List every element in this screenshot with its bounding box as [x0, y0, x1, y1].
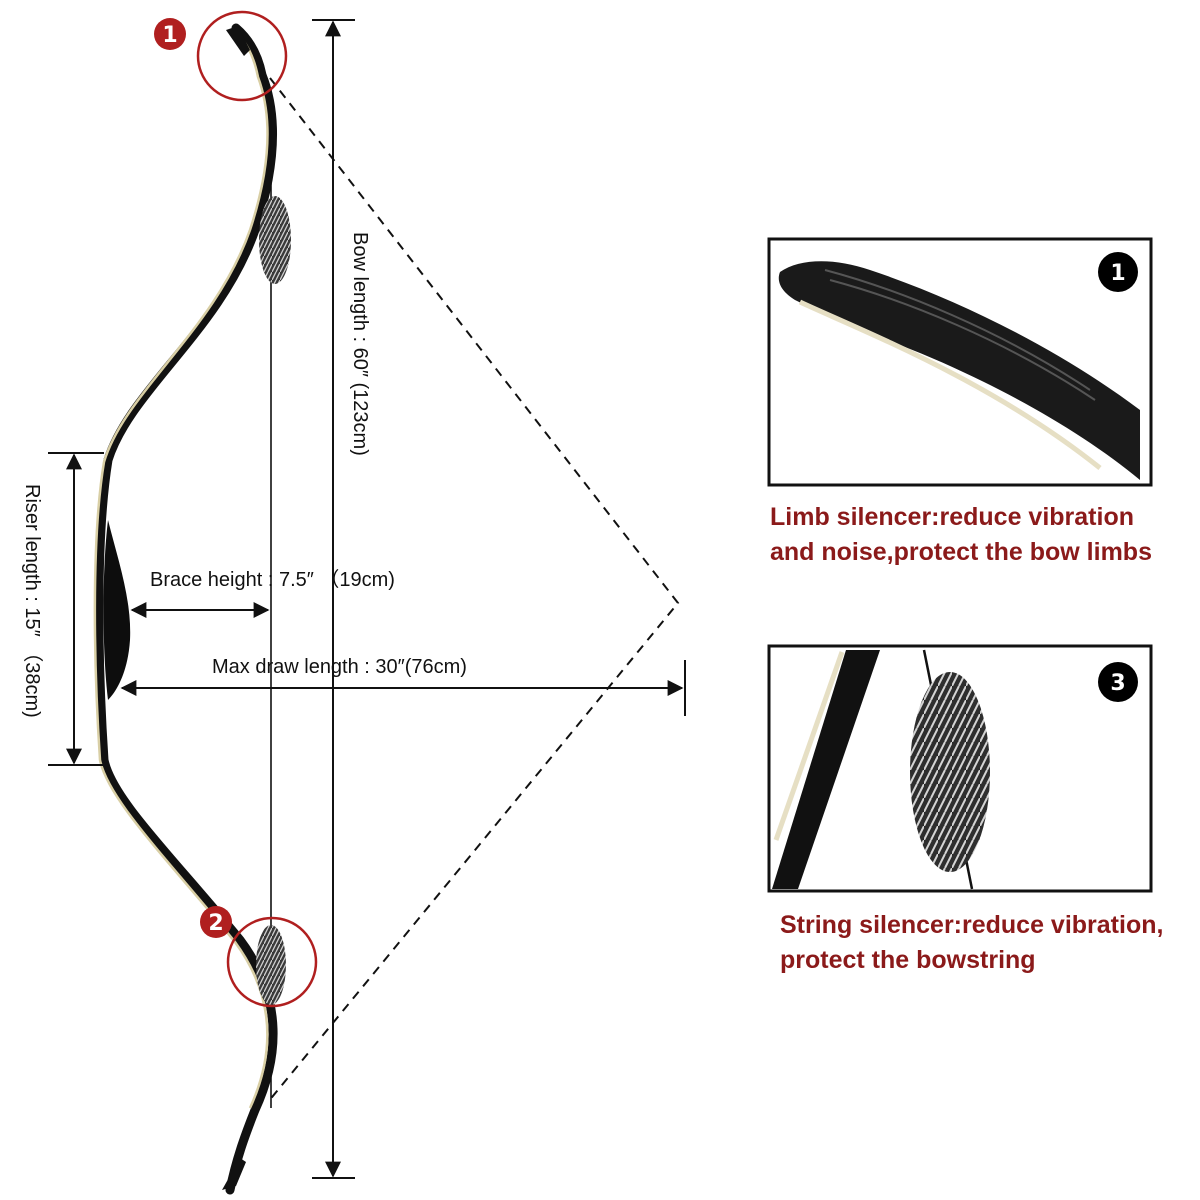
panel-3-number: 3 [1110, 671, 1125, 696]
riser-length-dimension: Riser length : 15″ （38cm) [21, 452, 104, 766]
limb-silencer-caption-line-1: Limb silencer:reduce vibration [770, 503, 1134, 531]
limb-silencer-caption-line-2: and noise,protect the bow limbs [770, 538, 1152, 566]
string-silencer-caption-line-2: protect the bowstring [780, 946, 1036, 974]
max-draw-length-dimension: Max draw length : 30″(76cm) [120, 656, 686, 716]
bow-length-dimension: Bow length : 60″ (123cm) [312, 19, 371, 1179]
riser-length-label: Riser length : 15″ （38cm) [21, 484, 44, 718]
string-silencer-bottom [256, 925, 286, 1005]
limb-closeup [778, 261, 1140, 480]
detail-panel-string: 3 [767, 644, 1153, 893]
max-draw-length-label: Max draw length : 30″(76cm) [212, 656, 467, 678]
badge-1: 1 [154, 18, 186, 50]
string-silencer-closeup [910, 672, 990, 872]
bow-length-label: Bow length : 60″ (123cm) [349, 232, 371, 456]
brace-height-label: Brace height : 7.5″ （19cm) [150, 568, 395, 591]
highlight-circle-2 [226, 916, 318, 1008]
limb-silencer-caption: Limb silencer:reduce vibration and noise… [770, 500, 1152, 570]
badge-1-number: 1 [162, 23, 177, 48]
bow-limb-wood-strip [93, 29, 269, 1109]
bow-top-tip [226, 26, 250, 56]
bow-limb-outer [94, 23, 278, 1195]
draw-dashed-line [267, 77, 680, 1103]
bow-bottom-tip [222, 1158, 246, 1190]
limb-closeup-2-wood-edge [773, 651, 845, 841]
string-silencer-top [259, 196, 291, 284]
string-silencer-caption-line-1: String silencer:reduce vibration, [780, 911, 1164, 939]
bow-riser-grip [103, 520, 131, 700]
limb-closeup-2 [772, 650, 880, 889]
limb-closeup-wood-edge [798, 299, 1102, 470]
badge-2-number: 2 [208, 911, 223, 936]
panel-1-number: 1 [1110, 261, 1125, 286]
highlight-circle-1 [196, 10, 288, 102]
detail-panel-limb: 1 [767, 237, 1153, 487]
bow [93, 23, 278, 1195]
badge-2: 2 [200, 906, 232, 938]
brace-height-dimension: Brace height : 7.5″ （19cm) [130, 568, 395, 618]
string-silencer-caption: String silencer:reduce vibration, protec… [780, 908, 1163, 978]
limb-silencer-strip [824, 269, 1096, 401]
